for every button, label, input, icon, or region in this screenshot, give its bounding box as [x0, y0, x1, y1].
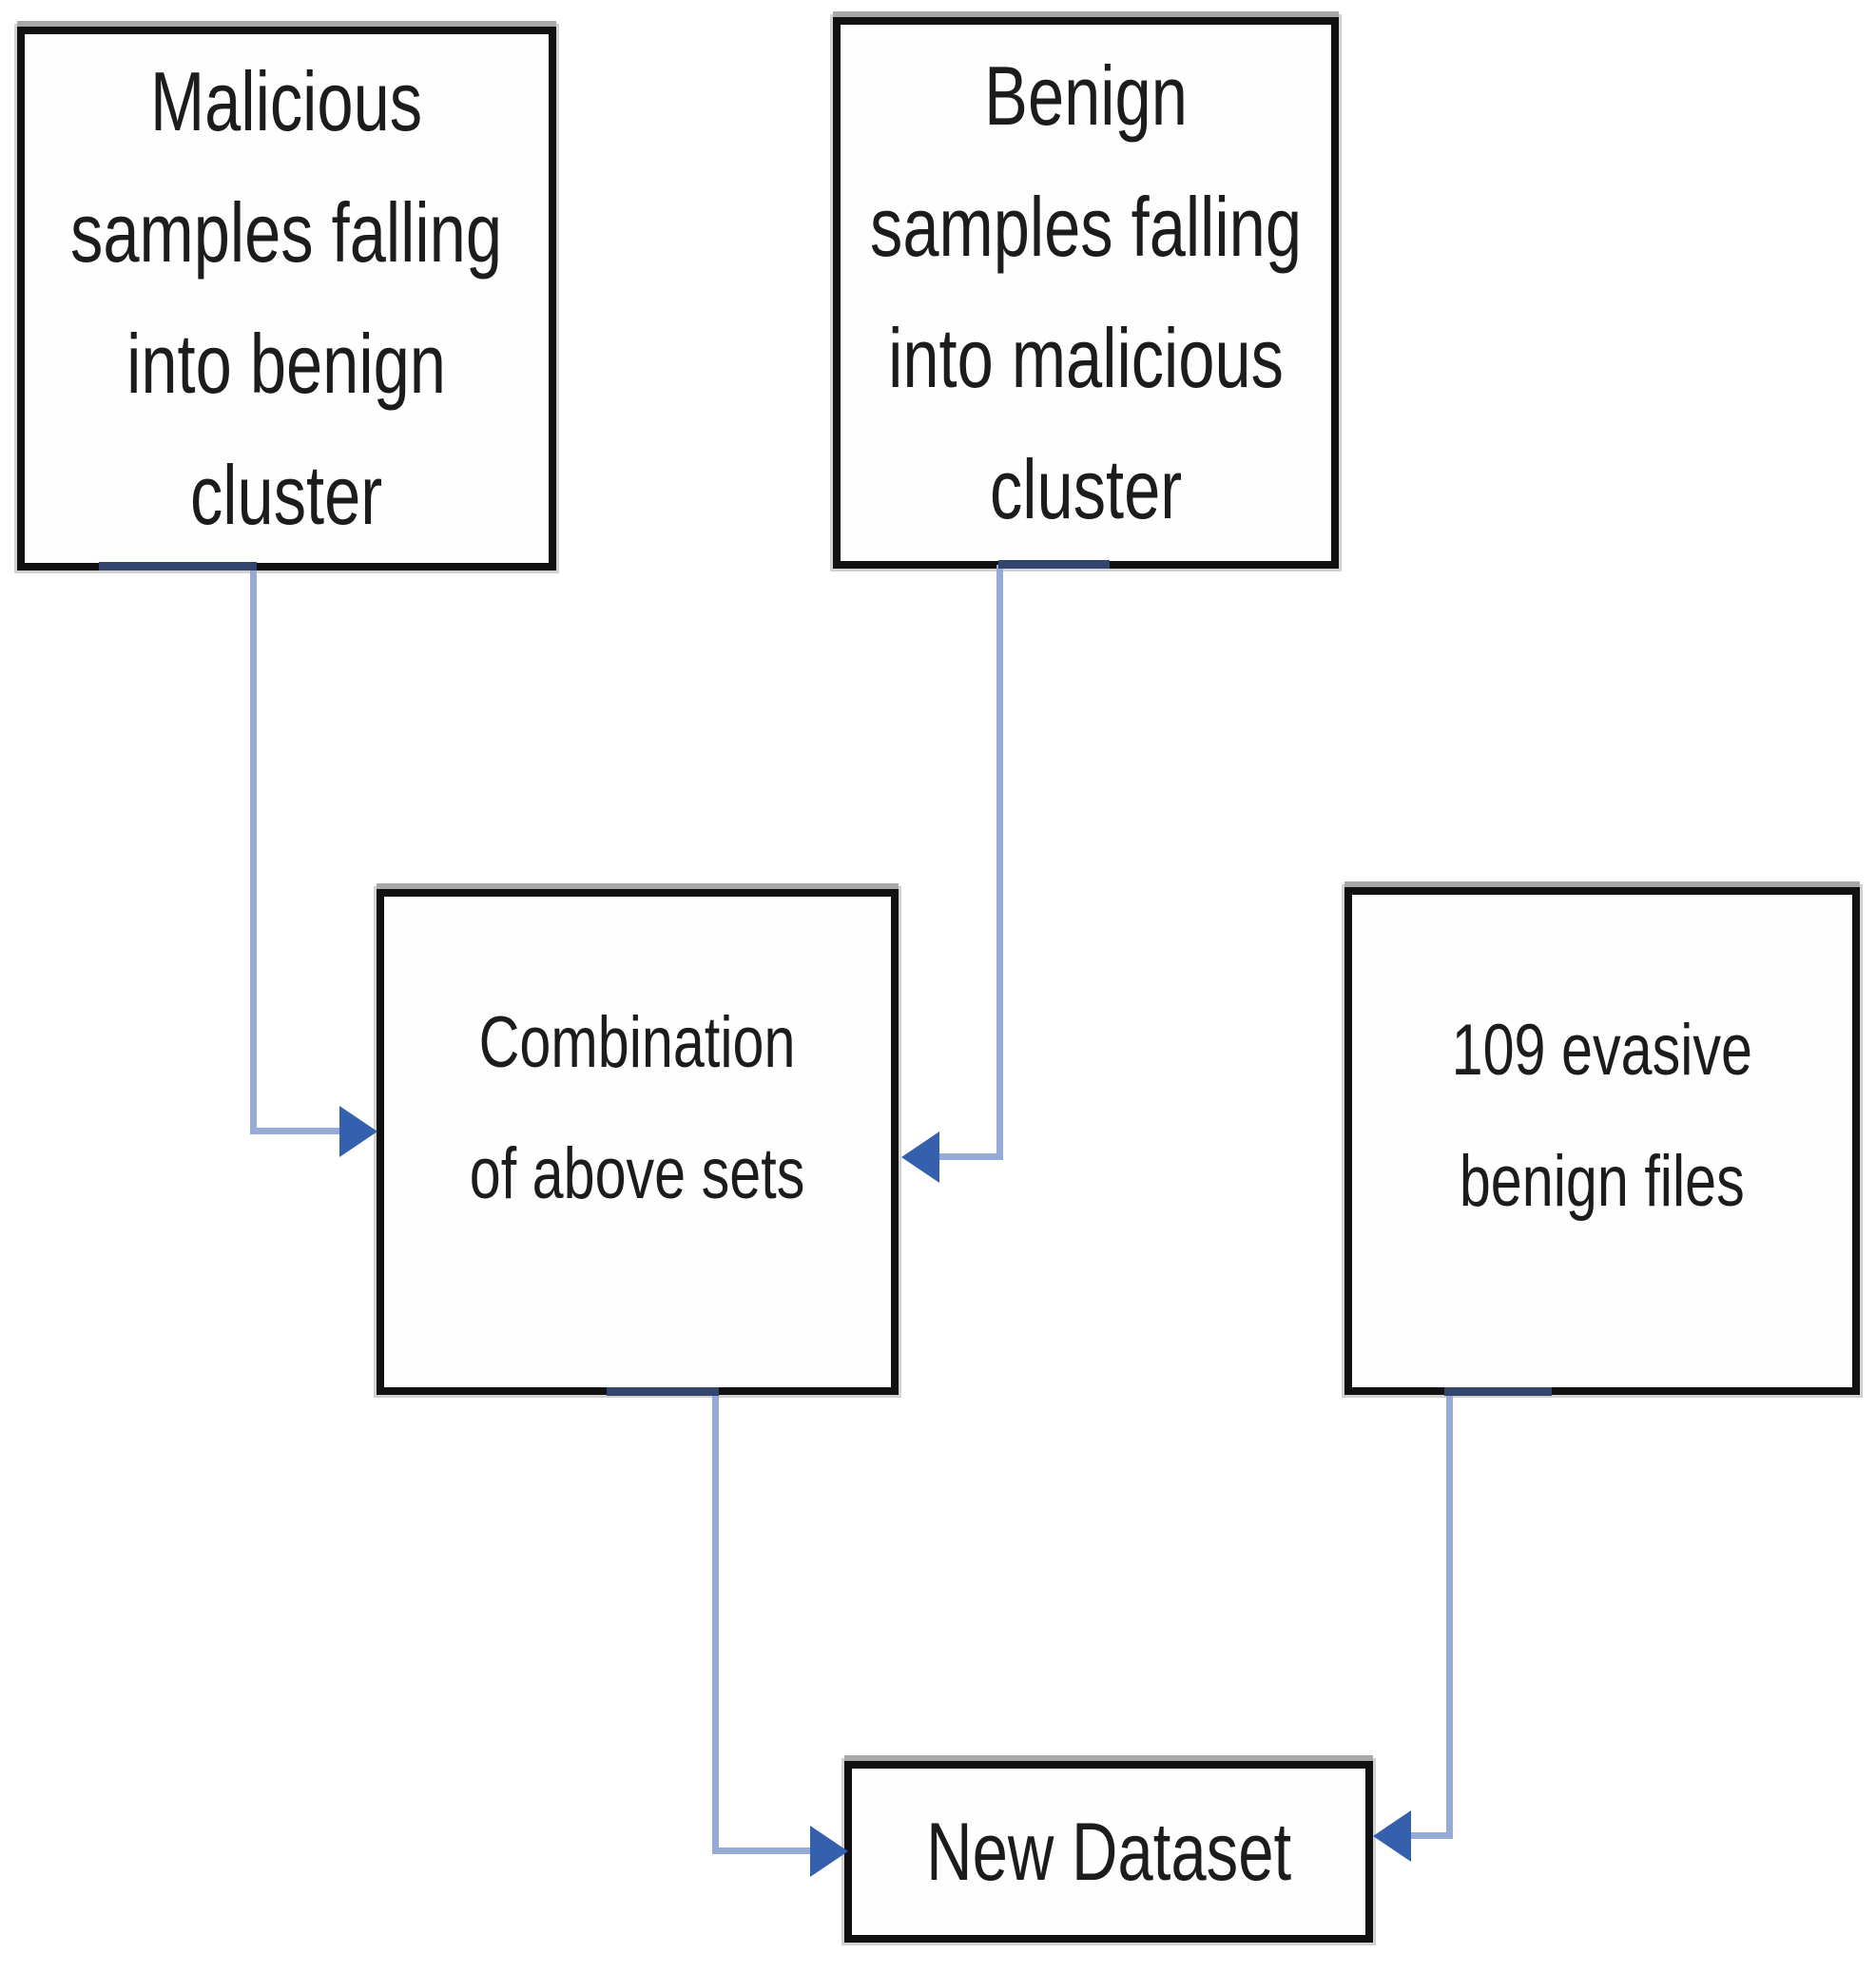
connector-horizontal-line: [250, 1128, 342, 1134]
connector-vertical-line: [712, 1389, 719, 1854]
label-line: samples falling: [70, 185, 503, 280]
label-line: Benign: [984, 48, 1188, 143]
label-line: New Dataset: [925, 1806, 1292, 1898]
connector-border-overlap: [607, 1387, 719, 1396]
node-malicious-samples: Malicious samples falling into benign cl…: [17, 27, 556, 571]
label-line: Combination: [479, 1002, 796, 1083]
connector-horizontal-line: [937, 1153, 1003, 1160]
label-line: into benign: [126, 317, 447, 411]
node-combination: Combination of above sets: [377, 889, 899, 1395]
label-line: benign files: [1460, 1141, 1745, 1222]
connector-vertical-line: [250, 567, 257, 1132]
node-evasive-benign-files: 109 evasive benign files: [1344, 887, 1860, 1395]
label-line: cluster: [190, 448, 383, 542]
label-line: samples falling: [869, 180, 1303, 274]
arrowhead-left-icon: [1373, 1810, 1411, 1862]
node-new-dataset: New Dataset: [844, 1761, 1373, 1943]
label-line: 109 evasive: [1451, 1010, 1753, 1091]
label-line: Malicious: [150, 54, 423, 148]
connector-border-overlap: [998, 560, 1110, 569]
connector-horizontal-line: [712, 1847, 811, 1854]
connector-border-overlap: [99, 562, 257, 571]
node-malicious-samples-label: Malicious samples falling into benign cl…: [70, 36, 502, 561]
connector-vertical-line: [996, 565, 1003, 1160]
connector-vertical-line: [1446, 1389, 1453, 1839]
label-line: into malicious: [888, 311, 1284, 405]
node-combination-label: Combination of above sets: [470, 977, 805, 1240]
connector-horizontal-line: [1411, 1832, 1453, 1839]
node-new-dataset-label: New Dataset: [926, 1787, 1291, 1918]
arrowhead-right-icon: [810, 1826, 848, 1877]
node-benign-samples-label: Benign samples falling into malicious cl…: [870, 30, 1302, 555]
connector-border-overlap: [1444, 1387, 1552, 1396]
label-line: cluster: [989, 442, 1183, 536]
label-line: of above sets: [470, 1133, 805, 1214]
node-benign-samples: Benign samples falling into malicious cl…: [833, 17, 1339, 569]
arrowhead-right-icon: [339, 1106, 377, 1157]
arrowhead-left-icon: [901, 1132, 939, 1183]
node-evasive-benign-files-label: 109 evasive benign files: [1452, 985, 1752, 1248]
